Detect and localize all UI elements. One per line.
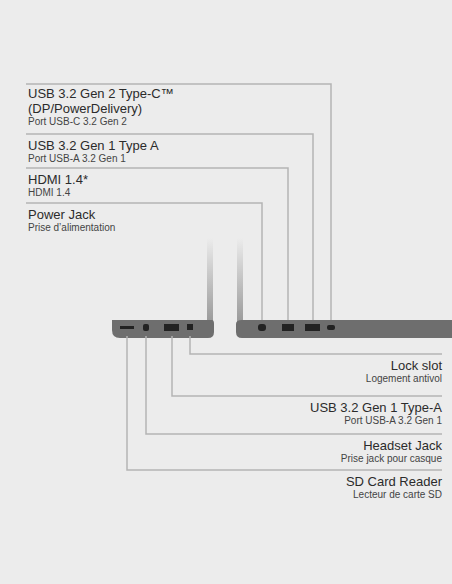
screen-edge xyxy=(237,238,243,322)
lock-port xyxy=(187,324,193,330)
power-port xyxy=(258,324,266,331)
laptop-body xyxy=(112,320,214,338)
leader-lines xyxy=(26,84,442,470)
usb-a-port xyxy=(164,324,179,331)
usb-c-port xyxy=(327,325,335,330)
usb-a-port xyxy=(305,324,320,331)
port-name: HDMI 1.4* xyxy=(28,172,88,187)
port-translation: Lecteur de carte SD xyxy=(353,489,442,501)
port-translation: Port USB-C 3.2 Gen 2 xyxy=(28,116,127,128)
port-translation: Prise d’alimentation xyxy=(28,222,115,234)
port-translation: Prise jack pour casque xyxy=(341,453,442,465)
headset-port xyxy=(143,324,149,331)
port-name: Power Jack xyxy=(28,207,95,222)
port-name: USB 3.2 Gen 1 Type-A xyxy=(310,400,442,415)
hdmi-port xyxy=(282,324,294,331)
port-translation: Logement antivol xyxy=(366,373,442,385)
port-translation: HDMI 1.4 xyxy=(28,187,70,199)
port-name: USB 3.2 Gen 1 Type A xyxy=(28,138,159,153)
port-name: USB 3.2 Gen 2 Type-C™ (DP/PowerDelivery) xyxy=(28,86,243,116)
screen-edge xyxy=(207,238,213,322)
laptop-body xyxy=(236,320,452,338)
port-name: Lock slot xyxy=(391,358,442,373)
port-name: SD Card Reader xyxy=(346,474,442,489)
port-name: Headset Jack xyxy=(363,438,442,453)
port-translation: Port USB-A 3.2 Gen 1 xyxy=(28,153,126,165)
sd-slot xyxy=(120,326,134,329)
port-translation: Port USB-A 3.2 Gen 1 xyxy=(344,415,442,427)
